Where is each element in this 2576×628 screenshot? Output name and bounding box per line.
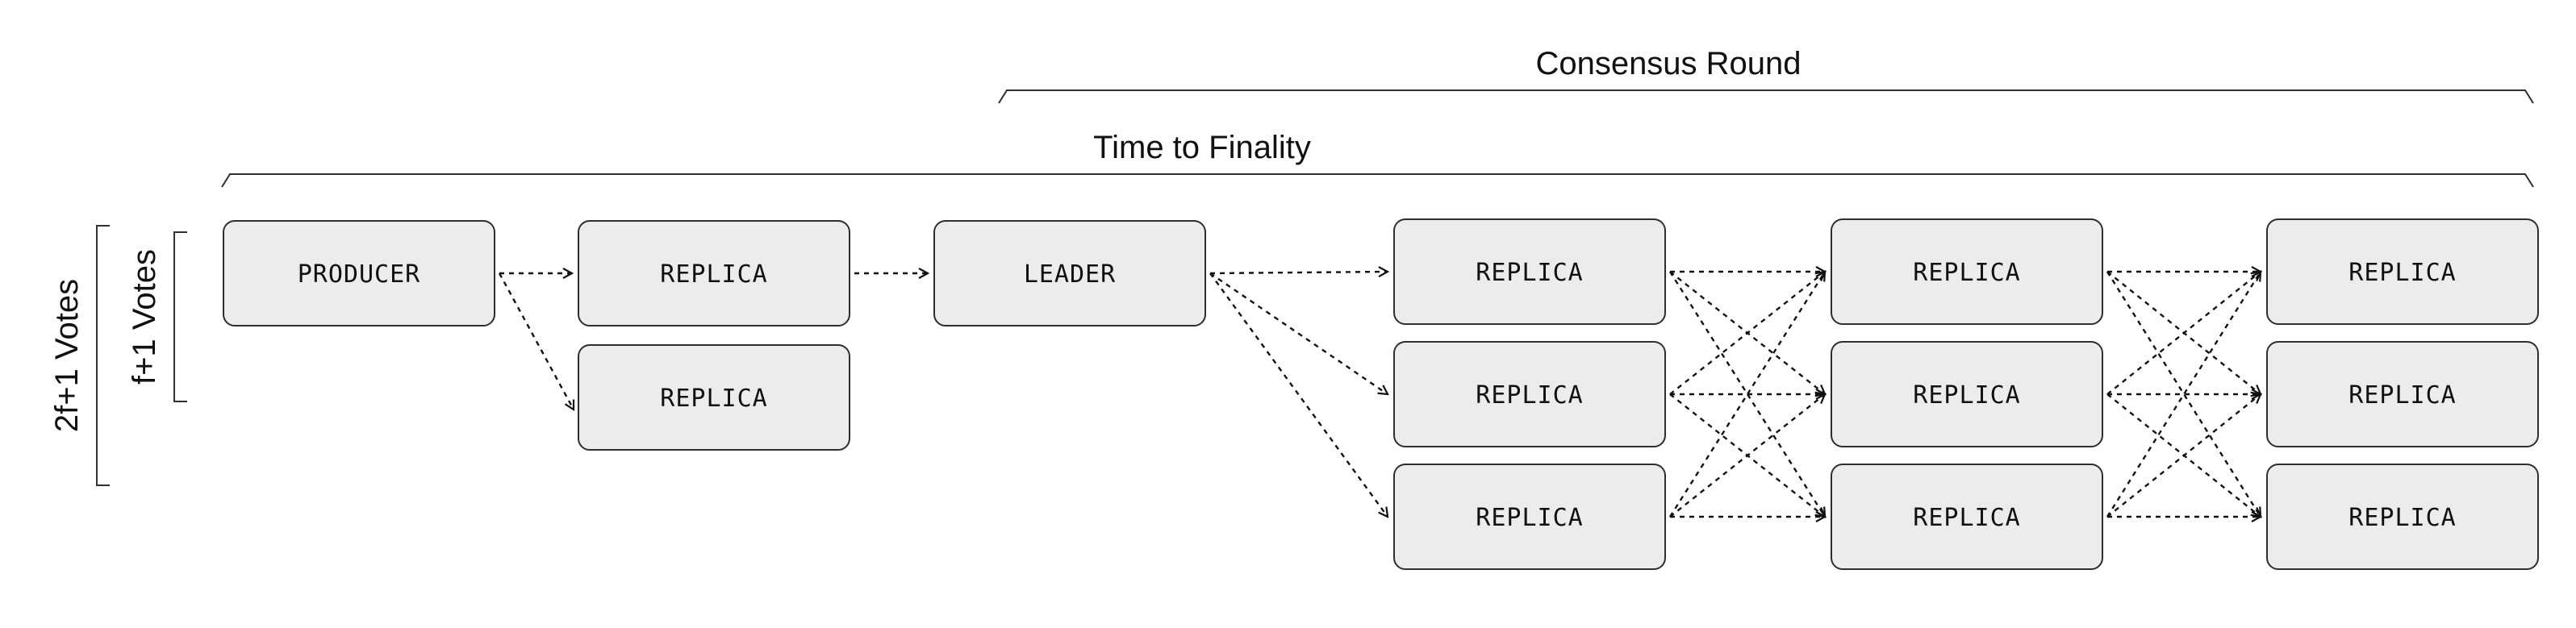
outer-votes-bracket xyxy=(96,225,110,486)
node-replica-c2: REPLICA xyxy=(1831,341,2103,447)
node-label: REPLICA xyxy=(1476,381,1583,410)
inner-votes-group: f+1 Votes xyxy=(127,231,187,402)
node-leader: LEADER xyxy=(933,220,1206,326)
outer-votes-label: 2f+1 Votes xyxy=(49,279,85,432)
node-box xyxy=(2266,464,2539,570)
node-replica-b3: REPLICA xyxy=(1393,464,1666,570)
node-replica-d1: REPLICA xyxy=(2266,218,2539,325)
node-replica-d2: REPLICA xyxy=(2266,341,2539,447)
edge-leader-to-replica-b2 xyxy=(1209,272,1388,394)
node-box xyxy=(223,220,495,326)
node-replica-d3: REPLICA xyxy=(2266,464,2539,570)
node-label: REPLICA xyxy=(2348,504,2456,532)
edge-producer-to-replica-a2 xyxy=(498,272,574,410)
outer-votes-group: 2f+1 Votes xyxy=(49,225,110,486)
inner-votes-label: f+1 Votes xyxy=(127,249,162,385)
node-box xyxy=(1831,464,2103,570)
node-replica-a2: REPLICA xyxy=(578,344,850,451)
node-box xyxy=(1393,218,1666,325)
edge-replica-c3-to-replica-d2 xyxy=(2106,394,2261,518)
consensus-round-bracket xyxy=(998,89,2534,104)
edge-leader-to-replica-b3 xyxy=(1209,272,1388,517)
time-to-finality-bracket xyxy=(221,173,2534,188)
node-label: REPLICA xyxy=(660,385,767,413)
node-box xyxy=(578,344,850,451)
node-label: PRODUCER xyxy=(298,260,421,289)
node-box xyxy=(2266,218,2539,325)
node-box xyxy=(1831,218,2103,325)
edge-leader-to-replica-b1 xyxy=(1209,272,1388,273)
node-label: REPLICA xyxy=(660,260,767,289)
node-replica-c3: REPLICA xyxy=(1831,464,2103,570)
node-label: REPLICA xyxy=(1476,504,1583,532)
edge-replica-b3-to-replica-c2 xyxy=(1669,394,1825,518)
node-label: REPLICA xyxy=(1476,259,1583,287)
node-replica-a1: REPLICA xyxy=(578,220,850,326)
node-label: REPLICA xyxy=(2348,259,2456,287)
node-box xyxy=(578,220,850,326)
node-box xyxy=(933,220,1206,326)
node-replica-b2: REPLICA xyxy=(1393,341,1666,447)
edges-layer xyxy=(498,272,2261,518)
time-to-finality-label: Time to Finality xyxy=(1093,130,1311,165)
node-replica-c1: REPLICA xyxy=(1831,218,2103,325)
node-box xyxy=(1831,341,2103,447)
node-box xyxy=(1393,464,1666,570)
node-label: REPLICA xyxy=(1913,259,2020,287)
consensus-round-label: Consensus Round xyxy=(1535,46,1801,81)
node-label: REPLICA xyxy=(1913,504,2020,532)
node-label: REPLICA xyxy=(2348,381,2456,410)
node-box xyxy=(1393,341,1666,447)
edge-replica-b2-to-replica-c1 xyxy=(1669,272,1825,395)
node-label: REPLICA xyxy=(1913,381,2020,410)
node-replica-b1: REPLICA xyxy=(1393,218,1666,325)
edge-replica-c2-to-replica-d1 xyxy=(2106,272,2261,395)
consensus-round-span: Consensus Round xyxy=(998,46,2534,104)
time-to-finality-span: Time to Finality xyxy=(221,130,2534,188)
nodes-layer: PRODUCER REPLICA REPLICA LEADER REPLICA REPLI… xyxy=(223,218,2539,570)
node-producer: PRODUCER xyxy=(223,220,495,326)
inner-votes-bracket xyxy=(173,231,187,402)
node-box xyxy=(2266,341,2539,447)
node-label: LEADER xyxy=(1024,260,1116,289)
